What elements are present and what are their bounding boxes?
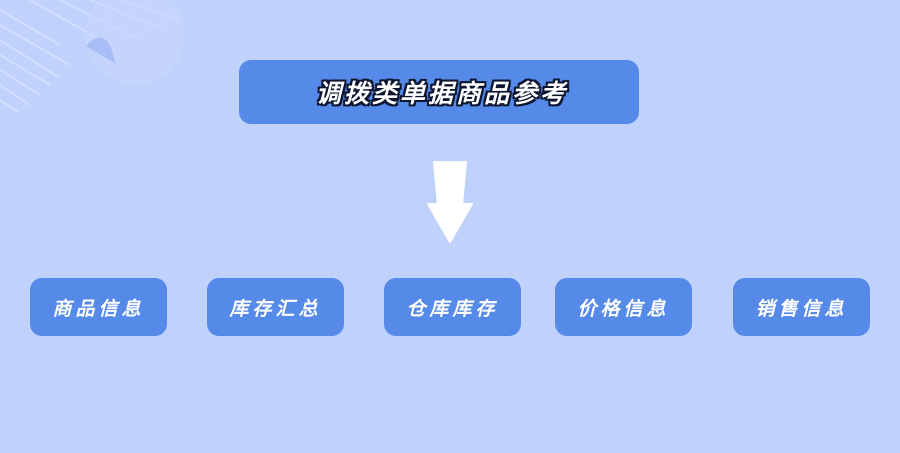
node-label: 价格信息 [577,297,670,320]
node-inventory-summary: 库存汇总 [207,278,344,336]
title-label: 调拨类单据商品参考 [315,79,568,108]
decorative-stripes [0,0,185,113]
arrow-down-icon [427,161,473,243]
node-product-info: 商品信息 [30,278,167,336]
title-box: 调拨类单据商品参考 [239,60,639,124]
node-sales-info: 销售信息 [733,278,870,336]
node-label: 商品信息 [52,297,145,320]
node-label: 销售信息 [755,297,848,320]
node-label: 仓库库存 [406,297,499,320]
node-label: 库存汇总 [229,297,322,320]
node-warehouse-stock: 仓库库存 [384,278,521,336]
node-price-info: 价格信息 [555,278,692,336]
